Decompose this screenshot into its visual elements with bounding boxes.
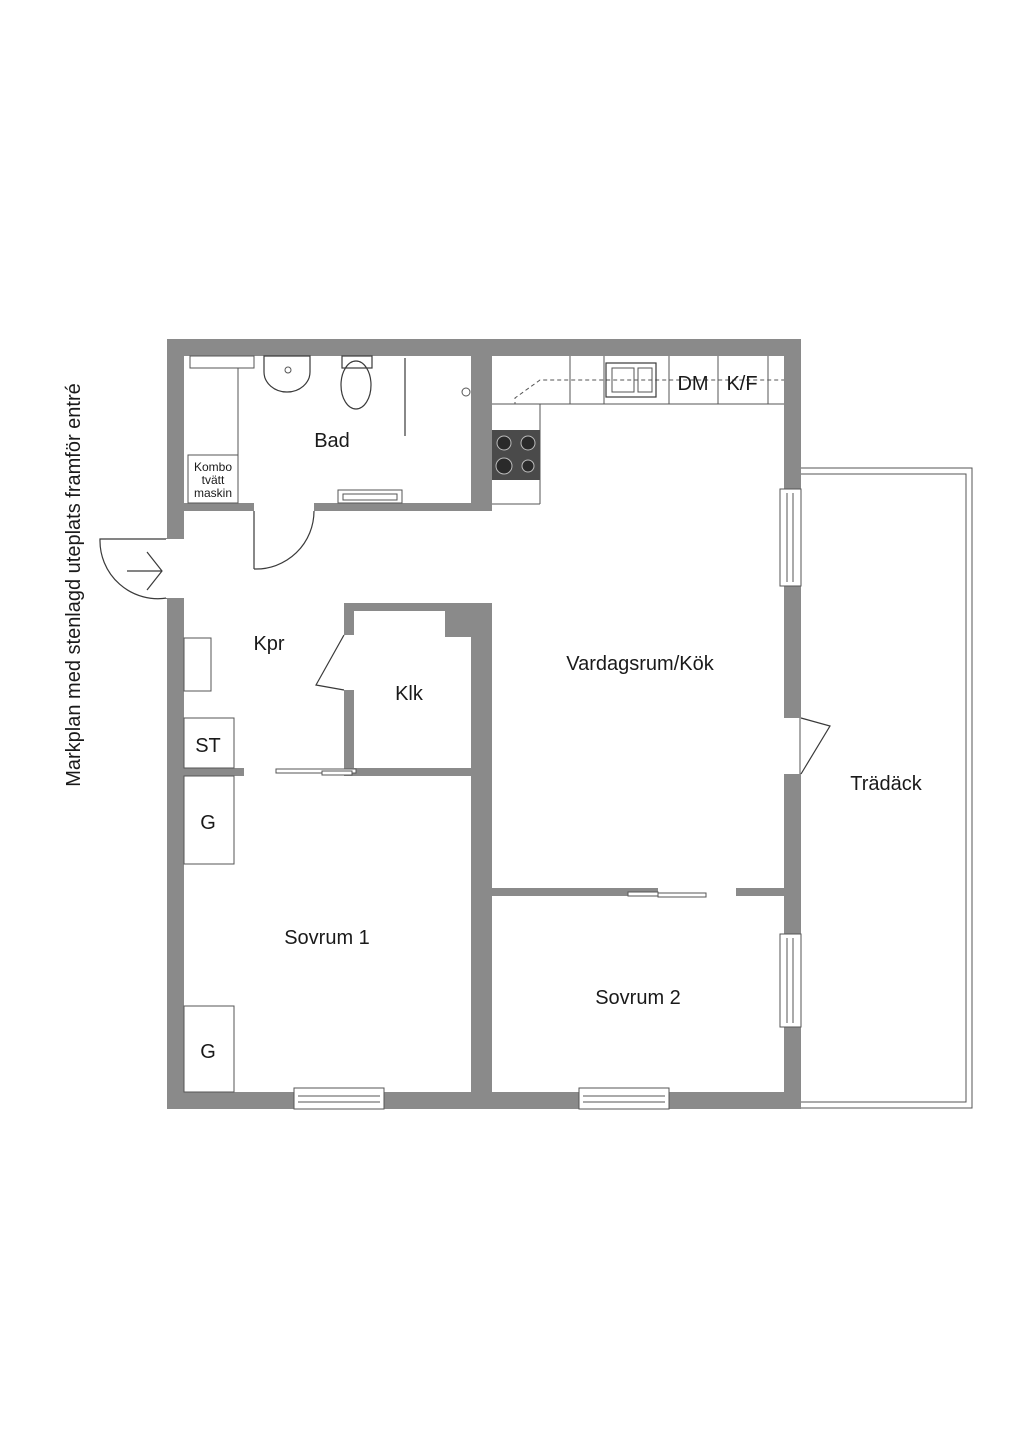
kombo-label-line3: maskin — [194, 486, 232, 500]
shower-head-icon — [461, 387, 471, 397]
room-label-bad: Bad — [314, 430, 350, 452]
combo-washer — [187, 454, 239, 504]
side-note: Markplan med stenlagd uteplats framför e… — [63, 383, 85, 787]
room-label-vardagsrum: Vardagsrum/Kök — [566, 653, 714, 675]
wardrobe-2-label: G — [200, 1041, 216, 1063]
doors — [99, 510, 831, 898]
room-label-sovrum2: Sovrum 2 — [595, 987, 681, 1009]
room-label-klk: Klk — [395, 683, 424, 705]
sink-icon — [605, 362, 657, 398]
wardrobe-2 — [183, 1005, 235, 1093]
storage-st-label: ST — [195, 735, 221, 757]
bath-shelf — [189, 355, 255, 369]
wardrobe-1 — [183, 775, 235, 865]
kombo-label-line2: tvätt — [202, 473, 225, 487]
bath-mat — [337, 489, 403, 504]
entrance-arrow-icon — [127, 551, 163, 591]
interior-walls — [184, 356, 784, 1092]
room-label-tradack: Trädäck — [850, 773, 923, 795]
toilet-bowl-icon — [340, 360, 372, 410]
storage-fixtures — [183, 637, 235, 1093]
washbasin-icon — [263, 355, 311, 393]
room-label-kpr: Kpr — [253, 633, 284, 655]
toilet-tank-icon — [341, 355, 373, 369]
windows — [293, 488, 802, 1110]
kombo-label-line1: Kombo — [194, 460, 232, 474]
kitchen-fixtures — [492, 356, 784, 505]
wardrobe-1-label: G — [200, 812, 216, 834]
storage-st — [183, 717, 235, 769]
fridge-freezer-label: K/F — [726, 373, 757, 395]
dishwasher-label: DM — [677, 373, 708, 395]
room-label-sovrum1: Sovrum 1 — [284, 927, 370, 949]
bathroom-fixtures — [187, 355, 471, 504]
hall-shelf — [183, 637, 212, 692]
